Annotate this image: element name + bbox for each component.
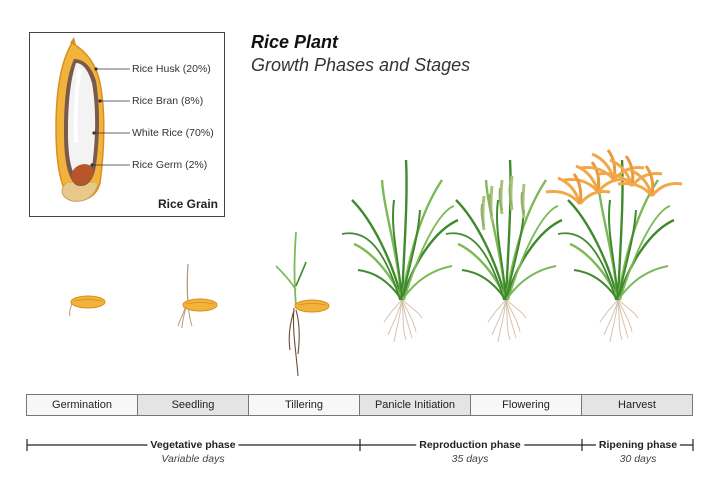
stage-seedling: Seedling	[138, 395, 249, 415]
growth-stage-bar: Germination Seedling Tillering Panicle I…	[26, 394, 693, 416]
grain-label-white-rice: White Rice (70%)	[132, 127, 214, 139]
grain-label-husk: Rice Husk (20%)	[132, 63, 211, 75]
rice-grain-inset: Rice Husk (20%) Rice Bran (8%) White Ric…	[29, 32, 225, 217]
stage-seedling-illustration	[177, 263, 218, 329]
rice-grain-illustration	[55, 37, 130, 202]
stage-panicle-initiation: Panicle Initiation	[360, 395, 471, 415]
grain-inset-title: Rice Grain	[157, 197, 218, 211]
phase-reproduction-days: 35 days	[451, 453, 489, 465]
phase-ripening-days: 30 days	[619, 453, 657, 465]
phase-vegetative-name: Vegetative phase	[147, 439, 239, 451]
stage-tillering: Tillering	[249, 395, 360, 415]
phase-vegetative-days: Variable days	[161, 453, 225, 465]
diagram-title: Rice Plant	[251, 32, 339, 52]
phase-reproduction-name: Reproduction phase	[416, 439, 524, 451]
stage-harvest: Harvest	[582, 395, 692, 415]
phase-ripening-name: Ripening phase	[595, 439, 681, 451]
stage-germination: Germination	[27, 395, 138, 415]
diagram-subtitle: Growth Phases and Stages	[251, 55, 471, 75]
stage-harvest-illustration	[544, 148, 684, 344]
grain-label-germ: Rice Germ (2%)	[132, 159, 208, 171]
stage-flowering: Flowering	[471, 395, 582, 415]
grain-label-bran: Rice Bran (8%)	[132, 95, 204, 107]
stage-germination-illustration	[69, 295, 106, 317]
stage-tillering-illustration	[275, 231, 330, 377]
stage-flowering-illustration	[444, 158, 564, 344]
phase-timeline	[26, 439, 694, 451]
stage-panicle-initiation-illustration	[340, 158, 460, 344]
growth-stage-illustrations	[69, 148, 684, 377]
